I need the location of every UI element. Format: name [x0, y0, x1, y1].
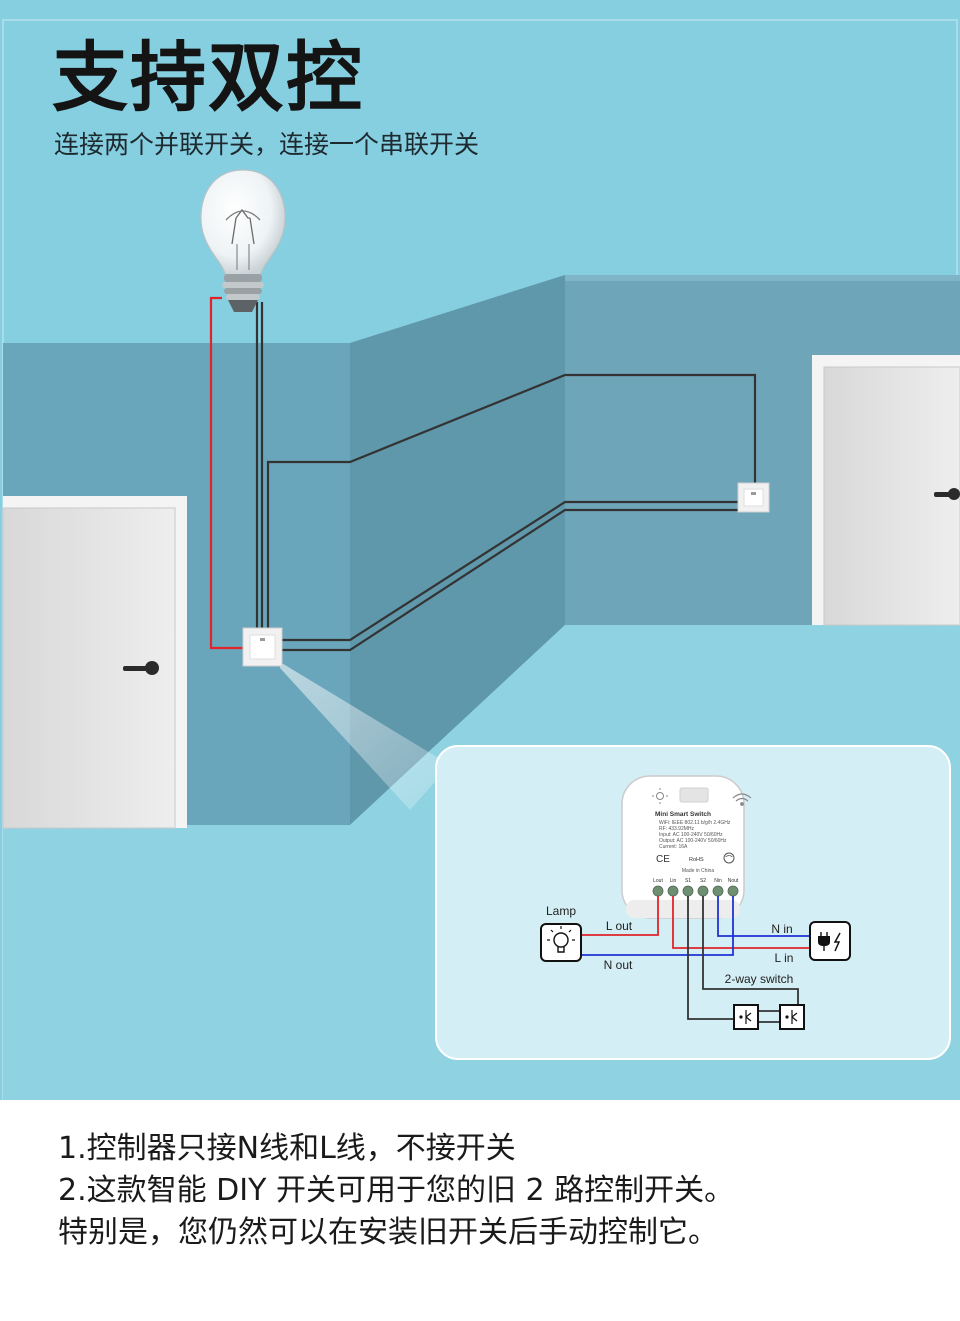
live-wire: [209, 296, 244, 650]
made-in-label: Made in China: [682, 868, 714, 874]
lin-wire: [672, 896, 810, 949]
page-subtitle: 连接两个并联开关，连接一个串联开关: [54, 130, 480, 159]
nout-wire: [582, 896, 734, 956]
right-wall-switch: [737, 482, 770, 513]
terminal-label-s1: S1: [685, 878, 691, 884]
n-out-label: N out: [604, 958, 633, 972]
device-name: Mini Smart Switch: [655, 811, 711, 818]
zoom-beam: [280, 662, 450, 810]
l-out-label: L out: [606, 919, 633, 933]
two-way-switch-label: 2-way switch: [725, 972, 794, 986]
diagram-wires: [582, 896, 810, 1023]
wifi-icon: [732, 793, 752, 806]
left-door: [2, 496, 187, 829]
nin-wire: [717, 896, 810, 937]
lamp-label: Lamp: [546, 904, 576, 918]
angled-wall: [350, 275, 565, 825]
traveler-wire-1: [282, 500, 738, 642]
note-1: 1.控制器只接N线和L线，不接开关: [58, 1131, 516, 1166]
note-3: 特别是，您仍然可以在安装旧开关后手动控制它。: [58, 1215, 718, 1250]
s2-wire: [702, 896, 799, 1005]
light-bulb-icon: [200, 169, 286, 312]
terminal-label-lin: Lin: [670, 878, 677, 884]
wall-wires: [209, 296, 757, 652]
sun-icon: [652, 788, 668, 804]
wifi-badge-icon: [723, 852, 735, 864]
left-wall-switch: [242, 627, 283, 667]
traveler-wire-upper: [266, 373, 757, 630]
spec-line-2: RF: 433.92MHz: [659, 826, 695, 832]
smart-switch-module: Mini Smart Switch WiFi: IEEE 802.11 b/g/…: [621, 775, 752, 919]
page-title: 支持双控: [52, 33, 364, 122]
terminal-label-s2: S2: [700, 878, 706, 884]
rohs-mark: RoHS: [689, 857, 704, 863]
traveler-wire-2: [282, 508, 738, 652]
terminal-label-nout: Nout: [728, 878, 739, 884]
wiring-scene: Mini Smart Switch WiFi: IEEE 802.11 b/g/…: [0, 0, 960, 1100]
spec-line-1: WiFi: IEEE 802.11 b/g/h 2.4GHz: [659, 820, 731, 826]
note-2: 2.这款智能 DIY 开关可用于您的旧 2 路控制开关。: [58, 1173, 735, 1208]
spec-line-4: Output: AC 100-240V 50/60Hz: [659, 838, 727, 844]
terminal-screws: [652, 885, 739, 897]
s1-wire: [687, 896, 734, 1020]
n-in-label: N in: [771, 922, 792, 936]
ce-mark: CE: [656, 854, 670, 865]
terminal-label-nin: Nin: [714, 878, 722, 884]
power-plug-icon: [809, 921, 851, 961]
lamp-icon: [540, 923, 582, 962]
l-in-label: L in: [775, 951, 794, 965]
right-door-handle-icon: [934, 488, 960, 500]
spec-line-5: Current: 16A: [659, 844, 688, 850]
terminal-label-lout: Lout: [653, 878, 663, 884]
right-door: [812, 355, 960, 626]
left-door-handle-icon: [123, 661, 159, 675]
two-way-switch-icon-2: [779, 1004, 805, 1030]
spec-line-3: Input: AC 100-240V 50/60Hz: [659, 832, 723, 838]
notes-list: 1.控制器只接N线和L线，不接开关 2.这款智能 DIY 开关可用于您的旧 2 …: [58, 1128, 734, 1254]
two-way-switch-icon-1: [733, 1004, 759, 1030]
lout-wire: [582, 896, 659, 936]
